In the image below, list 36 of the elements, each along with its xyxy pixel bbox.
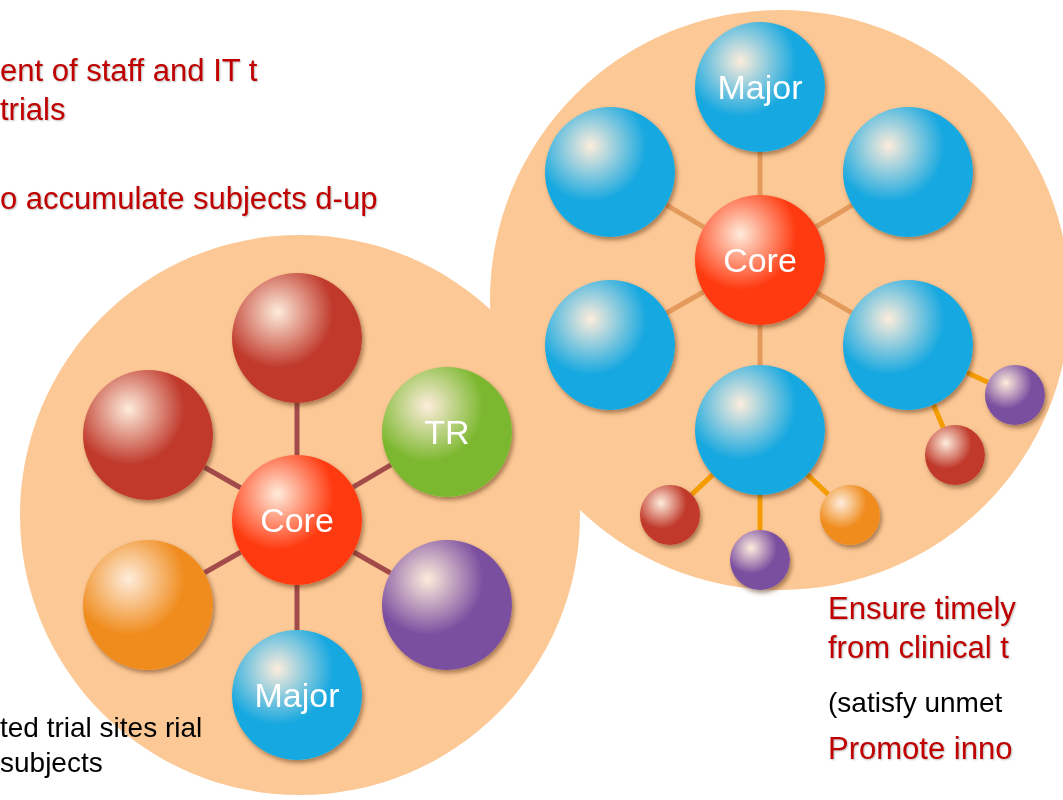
node-label: Core <box>260 500 334 540</box>
note-text: o accumulate subjects d-up <box>0 180 379 218</box>
circle-node <box>695 365 825 495</box>
circle-node <box>545 107 675 237</box>
circle-node <box>382 367 512 497</box>
connector-line <box>814 203 854 229</box>
circle-node <box>925 425 985 485</box>
connector-line <box>690 472 715 497</box>
connector-line <box>351 462 393 490</box>
circle-node <box>640 485 700 545</box>
connector-line <box>203 465 242 490</box>
note-text: ted trial sites rial subjects <box>0 711 204 780</box>
circle-node <box>695 195 825 325</box>
connector-line <box>664 202 706 230</box>
circle-node <box>985 365 1045 425</box>
connector-line <box>294 403 300 455</box>
connector-line <box>757 325 763 365</box>
connector-line <box>757 152 763 195</box>
connector-line <box>352 549 392 576</box>
node-label: Core <box>723 240 797 280</box>
connector-line <box>815 290 853 315</box>
note-text: Promote inno <box>828 730 1014 768</box>
connector-line <box>805 472 830 497</box>
note-text: (satisfy unmet <box>828 686 1004 720</box>
circle-node <box>820 485 880 545</box>
note-text: Ensure timely from clinical t <box>828 590 1017 667</box>
connector-line <box>665 289 705 316</box>
note-text: ent of staff and IT t trials <box>0 52 259 129</box>
connector-line <box>931 403 946 429</box>
connector-line <box>965 370 989 385</box>
circle-node <box>232 455 362 585</box>
node-label: TR <box>424 412 470 452</box>
connector-line <box>203 550 242 575</box>
connector-line <box>757 495 763 530</box>
circle-node <box>730 530 790 590</box>
connector-line <box>294 585 300 630</box>
